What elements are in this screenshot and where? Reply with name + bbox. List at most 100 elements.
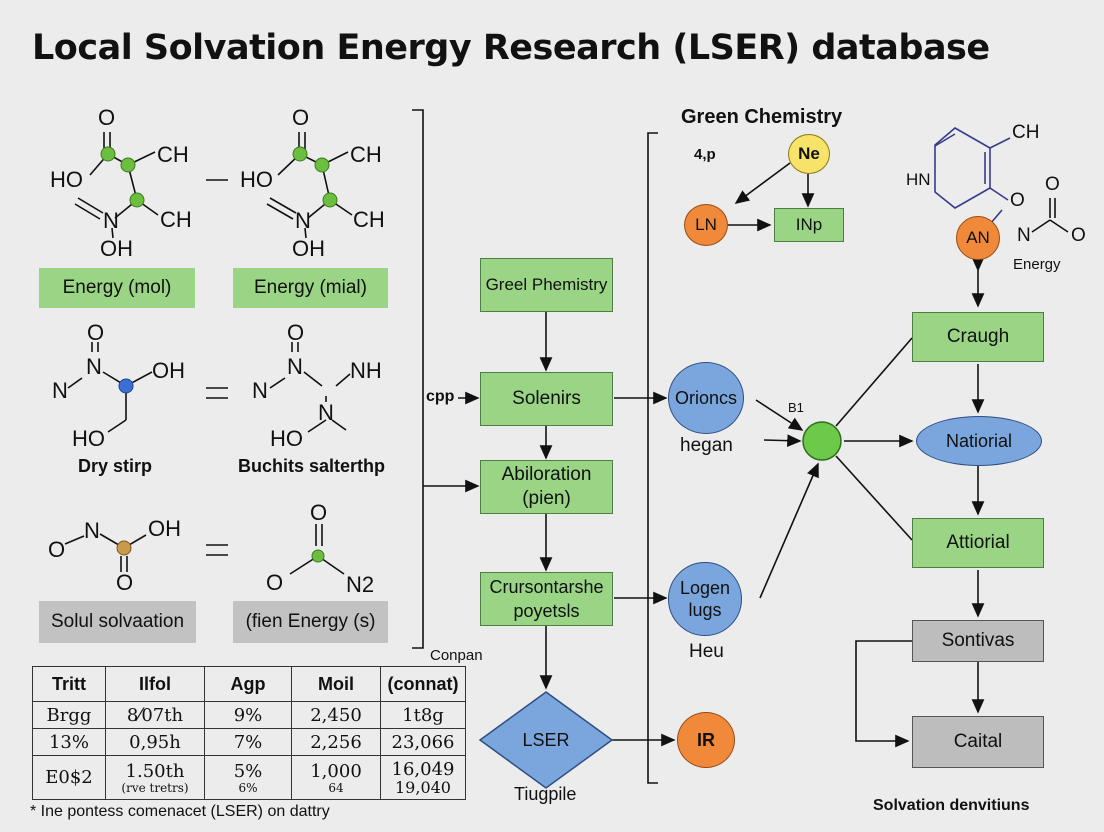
atom-label: N bbox=[318, 400, 334, 425]
table-cell: 7% bbox=[204, 728, 292, 756]
footnote: * Ine pontess comenacet (LSER) on dattry bbox=[30, 803, 330, 820]
atom-green bbox=[314, 157, 330, 173]
atom-blue bbox=[118, 378, 134, 394]
data-table: Tritt Ilfol Agp Moil (connat) Brgg 8⁄07t… bbox=[32, 666, 466, 800]
line-hub-to-craugh bbox=[835, 337, 913, 427]
table-cell: 9% bbox=[204, 701, 292, 729]
cell-subline: 19,040 bbox=[395, 778, 451, 797]
lser-label: LSER bbox=[522, 729, 570, 750]
atom-label: CH bbox=[160, 207, 192, 232]
node-orioncs[interactable]: Orioncs bbox=[668, 362, 744, 434]
atom-label: HO bbox=[50, 167, 83, 192]
node-abiloration[interactable]: Abiloration (pien) bbox=[480, 460, 613, 514]
atom-label: HO bbox=[240, 167, 273, 192]
table-cell: Brgg bbox=[32, 701, 106, 729]
atom-label: N bbox=[287, 354, 303, 379]
node-inp[interactable]: INp bbox=[774, 208, 844, 242]
table-caption: Conpan bbox=[430, 647, 483, 664]
atom-label: O bbox=[266, 570, 284, 595]
table-row: 13% 0,95h 7% 2,256 23,066 bbox=[32, 728, 466, 756]
atom-label: HN bbox=[906, 170, 931, 189]
atom-green bbox=[129, 192, 145, 208]
label-fien-energy: (fien Energy (s) bbox=[233, 601, 388, 643]
atom-green bbox=[322, 192, 338, 208]
bracket-middle bbox=[647, 132, 658, 784]
atom-label: OH bbox=[292, 236, 325, 261]
label-solul-solvaation: Solul solvaation bbox=[39, 601, 196, 643]
atom-label: OH bbox=[100, 236, 133, 261]
page-title: Local Solvation Energy Research (LSER) d… bbox=[32, 28, 990, 68]
lser-diamond[interactable] bbox=[478, 691, 614, 789]
molecule-3 bbox=[67, 342, 153, 433]
node-ir[interactable]: IR bbox=[677, 712, 735, 768]
arrow-logen-to-hub bbox=[759, 462, 819, 599]
table-cell: 8⁄07th bbox=[105, 701, 205, 729]
node-solenirs[interactable]: Solenirs bbox=[480, 372, 613, 426]
table-cell: 5%6% bbox=[204, 755, 292, 800]
right-no-group bbox=[1031, 198, 1069, 233]
equals-sign-1 bbox=[206, 387, 228, 399]
node-ln[interactable]: LN bbox=[684, 204, 728, 246]
cell-subline: (rve tretrs) bbox=[121, 781, 189, 795]
atom-label: O bbox=[1010, 190, 1025, 211]
cell-subline: 6% bbox=[238, 781, 258, 795]
node-ne[interactable]: Ne bbox=[788, 134, 830, 174]
label-energy-mol: Energy (mol) bbox=[39, 268, 195, 308]
cell-line: 1,000 bbox=[310, 761, 362, 782]
label-heu: Heu bbox=[689, 641, 724, 662]
table-cell: 2,450 bbox=[291, 701, 381, 729]
atom-label: O bbox=[48, 537, 66, 562]
atom-label: N bbox=[86, 354, 102, 379]
node-natiorial[interactable]: Natiorial bbox=[916, 416, 1042, 466]
label-tiugpile: Tiugpile bbox=[514, 784, 577, 804]
molecule-4 bbox=[269, 342, 351, 433]
bracket-left bbox=[412, 109, 424, 649]
table-row: Brgg 8⁄07th 9% 2,450 1t8g bbox=[32, 701, 466, 729]
molecule-right bbox=[934, 127, 1011, 231]
equals-sign-2 bbox=[206, 544, 228, 556]
atom-label: O bbox=[310, 500, 328, 525]
node-crursontarshe[interactable]: Crursontarshe poyetsls bbox=[480, 572, 613, 626]
atom-label: HO bbox=[270, 426, 303, 451]
table-cell: 23,066 bbox=[380, 728, 466, 756]
node-attiorial[interactable]: Attiorial bbox=[912, 518, 1044, 568]
node-caital[interactable]: Caital bbox=[912, 716, 1044, 768]
atom-label: N bbox=[84, 518, 100, 543]
molecule-6 bbox=[289, 524, 345, 575]
table-header: Moil bbox=[291, 666, 381, 702]
atom-label: NH bbox=[350, 358, 382, 383]
table-cell: 1t8g bbox=[380, 701, 466, 729]
table-header: Agp bbox=[204, 666, 292, 702]
table-cell: 13% bbox=[32, 728, 106, 756]
node-craugh[interactable]: Craugh bbox=[912, 312, 1044, 362]
node-logen[interactable]: Logen lugs bbox=[668, 562, 742, 636]
cell-line: 16,049 bbox=[391, 759, 455, 780]
table-cell: 0,95h bbox=[105, 728, 205, 756]
atom-label: N bbox=[252, 378, 268, 403]
atom-label: N bbox=[295, 208, 311, 233]
label-hegan: hegan bbox=[680, 435, 733, 456]
atom-label: O bbox=[287, 320, 305, 345]
atom-label: HO bbox=[72, 426, 105, 451]
node-sontivas[interactable]: Sontivas bbox=[912, 620, 1044, 662]
atom-label: CH bbox=[353, 207, 385, 232]
cell-line: 5% bbox=[233, 761, 263, 782]
label-cpp: cpp bbox=[426, 388, 455, 405]
green-chemistry-title: Green Chemistry bbox=[681, 106, 843, 128]
atom-label: OH bbox=[152, 358, 185, 383]
node-greel-phemistry[interactable]: Greel Phemistry bbox=[480, 258, 613, 312]
hub-node[interactable] bbox=[802, 421, 842, 461]
table-cell: 1.50th(rve tretrs) bbox=[105, 755, 205, 800]
atom-green bbox=[311, 549, 325, 563]
atom-label: N bbox=[1017, 225, 1031, 246]
atom-tan bbox=[116, 540, 132, 556]
node-an[interactable]: AN bbox=[956, 216, 1000, 260]
table-header: (connat) bbox=[380, 666, 466, 702]
label-4p: 4,p bbox=[694, 146, 716, 163]
atom-green bbox=[120, 157, 136, 173]
atom-label: CH bbox=[350, 142, 382, 167]
atom-label: O bbox=[87, 320, 105, 345]
label-energy: Energy bbox=[1013, 256, 1061, 273]
